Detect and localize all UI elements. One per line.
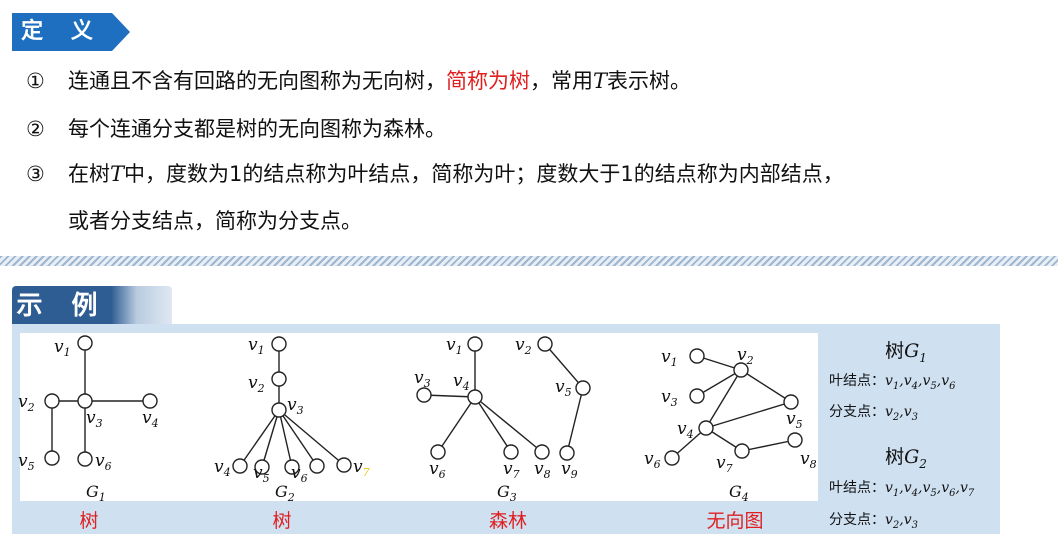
svg-text:v6: v6 [429, 459, 446, 481]
definition-banner: 定 义 [12, 13, 130, 51]
side-branch-g2: 分支点：v2,v3 [829, 512, 919, 531]
side-title-g2: 树G2 [885, 446, 927, 471]
svg-text:v2: v2 [737, 345, 754, 367]
svg-text:v3: v3 [414, 368, 431, 390]
svg-text:v3: v3 [287, 395, 304, 417]
graph-name-g4: G4 [729, 482, 749, 504]
item-text: 每个连通分支都是树的无向图称为森林。 [68, 117, 446, 141]
definition-item-3-continued: 或者分支结点，简称为分支点。 [68, 209, 362, 233]
graph-name-g1: G1 [86, 482, 106, 504]
svg-text:v2: v2 [18, 392, 35, 414]
caption-g2: 树 [272, 510, 292, 532]
definition-item-1: ① 连通且不含有回路的无向图称为无向树，简称为树，常用T表示树。 [26, 67, 691, 95]
item-number: ② [26, 117, 45, 141]
graph-name-g3: G3 [497, 482, 517, 504]
svg-text:v7: v7 [716, 453, 733, 475]
svg-text:v5: v5 [555, 377, 572, 399]
svg-text:v8: v8 [534, 459, 551, 481]
svg-text:v4: v4 [453, 371, 470, 393]
example-title: 示 例 [16, 291, 108, 321]
definition-title: 定 义 [21, 19, 103, 44]
caption-g4: 无向图 [706, 510, 764, 532]
graph-area [20, 333, 818, 501]
item-symbol: T [110, 162, 125, 186]
section-divider [0, 256, 1058, 266]
svg-text:v6: v6 [95, 451, 112, 473]
svg-text:v4: v4 [677, 419, 694, 441]
svg-text:v7: v7 [503, 459, 520, 481]
banner-arrow-shape [12, 13, 130, 51]
svg-text:v6: v6 [291, 463, 308, 485]
svg-text:v6: v6 [644, 449, 661, 471]
svg-text:v2: v2 [248, 373, 265, 395]
graph-name-g2: G2 [275, 482, 295, 504]
caption-g1: 树 [79, 510, 99, 532]
item-text: 中，度数为1的结点称为叶结点，简称为叶；度数大于1的结点称为内部结点， [124, 162, 844, 186]
svg-text:v5: v5 [18, 451, 35, 473]
svg-text:v1: v1 [661, 347, 678, 369]
side-branch-g1: 分支点：v2,v3 [829, 404, 919, 423]
item-text: 表示树。 [607, 69, 692, 93]
item-highlight: 简称为树 [446, 69, 530, 93]
svg-text:v3: v3 [86, 408, 103, 430]
svg-text:v5: v5 [786, 409, 803, 431]
svg-text:v4: v4 [142, 408, 159, 430]
definition-item-2: ② 每个连通分支都是树的无向图称为森林。 [26, 115, 446, 143]
svg-text:v1: v1 [248, 335, 265, 357]
item-text: 在树 [68, 162, 110, 186]
svg-text:v8: v8 [800, 449, 817, 471]
side-leaf-g2: 叶结点：v1,v4,v5,v6,v7 [829, 480, 975, 499]
svg-text:v1: v1 [446, 335, 463, 357]
example-tab-background [12, 286, 172, 326]
svg-text:v4: v4 [214, 457, 231, 479]
item-number: ① [26, 69, 45, 93]
item-symbol: T [593, 69, 608, 93]
svg-text:v2: v2 [515, 335, 532, 357]
side-leaf-g1: 叶结点：v1,v4,v5,v6 [829, 373, 956, 392]
side-title-g1: 树G1 [885, 340, 927, 365]
caption-g3: 森林 [488, 510, 527, 532]
svg-text:v9: v9 [561, 459, 578, 481]
item-text: 连通且不含有回路的无向图称为无向树， [68, 69, 446, 93]
item-text: ，常用 [530, 69, 593, 93]
definition-item-3: ③ 在树T中，度数为1的结点称为叶结点，简称为叶；度数大于1的结点称为内部结点， [26, 160, 844, 188]
item-number: ③ [26, 162, 45, 186]
svg-text:v1: v1 [54, 337, 71, 359]
svg-text:v3: v3 [661, 387, 678, 409]
svg-text:v7: v7 [353, 457, 370, 479]
